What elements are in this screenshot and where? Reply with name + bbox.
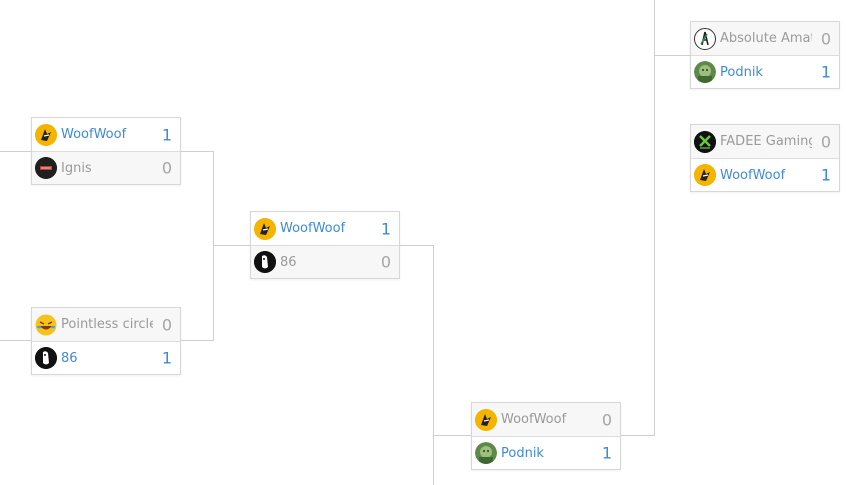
woofwoof-icon — [254, 218, 276, 240]
team-name: Ignis — [61, 161, 153, 176]
team-score: 0 — [821, 29, 831, 48]
match-card: FADEE Gaming 0 WoofWoof 1 — [690, 124, 840, 192]
team-score: 0 — [821, 132, 831, 151]
86-icon — [35, 347, 57, 369]
team-row[interactable]: Podnik 1 — [691, 55, 839, 88]
match-card: Absolute Amateurs 0 Podnik 1 — [690, 21, 840, 89]
team-row[interactable]: Absolute Amateurs 0 — [691, 22, 839, 55]
team-score: 1 — [162, 349, 172, 368]
team-score: 1 — [162, 125, 172, 144]
team-name: WoofWoof — [280, 221, 372, 236]
match-card: Pointless circle 0 86 1 — [31, 307, 181, 375]
team-row[interactable]: Pointless circle 0 — [32, 308, 180, 341]
team-row[interactable]: WoofWoof 0 — [472, 403, 620, 436]
woofwoof-icon — [475, 409, 497, 431]
team-name: WoofWoof — [61, 127, 153, 142]
team-name: Podnik — [501, 446, 593, 461]
absolute-icon — [694, 28, 716, 50]
team-score: 0 — [162, 159, 172, 178]
team-name: Pointless circle — [61, 317, 153, 332]
connector-line — [620, 0, 655, 436]
team-score: 1 — [821, 166, 831, 185]
connector-line — [400, 246, 434, 485]
team-row[interactable]: 86 1 — [32, 341, 180, 374]
team-row[interactable]: Ignis 0 — [32, 151, 180, 184]
team-name: WoofWoof — [501, 412, 593, 427]
team-row[interactable]: WoofWoof 1 — [251, 212, 399, 245]
team-score: 1 — [381, 219, 391, 238]
podnik-icon — [475, 442, 497, 464]
team-score: 0 — [381, 253, 391, 272]
team-score: 0 — [602, 410, 612, 429]
team-row[interactable]: FADEE Gaming 0 — [691, 125, 839, 158]
team-score: 0 — [162, 315, 172, 334]
team-name: 86 — [280, 255, 372, 270]
ignis-icon — [35, 157, 57, 179]
team-row[interactable]: WoofWoof 1 — [691, 158, 839, 191]
team-row[interactable]: Podnik 1 — [472, 436, 620, 469]
team-score: 1 — [602, 444, 612, 463]
woofwoof-icon — [35, 124, 57, 146]
laughing-emoji-icon — [35, 314, 57, 336]
team-name: Absolute Amateurs — [720, 31, 812, 46]
team-row[interactable]: WoofWoof 1 — [32, 118, 180, 151]
match-card: WoofWoof 0 Podnik 1 — [471, 402, 621, 470]
match-card: WoofWoof 1 86 0 — [250, 211, 400, 279]
86-icon — [254, 251, 276, 273]
team-name: WoofWoof — [720, 168, 812, 183]
woofwoof-icon — [694, 164, 716, 186]
team-name: FADEE Gaming — [720, 134, 812, 149]
match-card: WoofWoof 1 Ignis 0 — [31, 117, 181, 185]
podnik-icon — [694, 61, 716, 83]
connector-line — [180, 152, 214, 341]
team-name: 86 — [61, 351, 153, 366]
team-row[interactable]: 86 0 — [251, 245, 399, 278]
fadee-icon — [694, 131, 716, 153]
team-name: Podnik — [720, 65, 812, 80]
team-score: 1 — [821, 63, 831, 82]
